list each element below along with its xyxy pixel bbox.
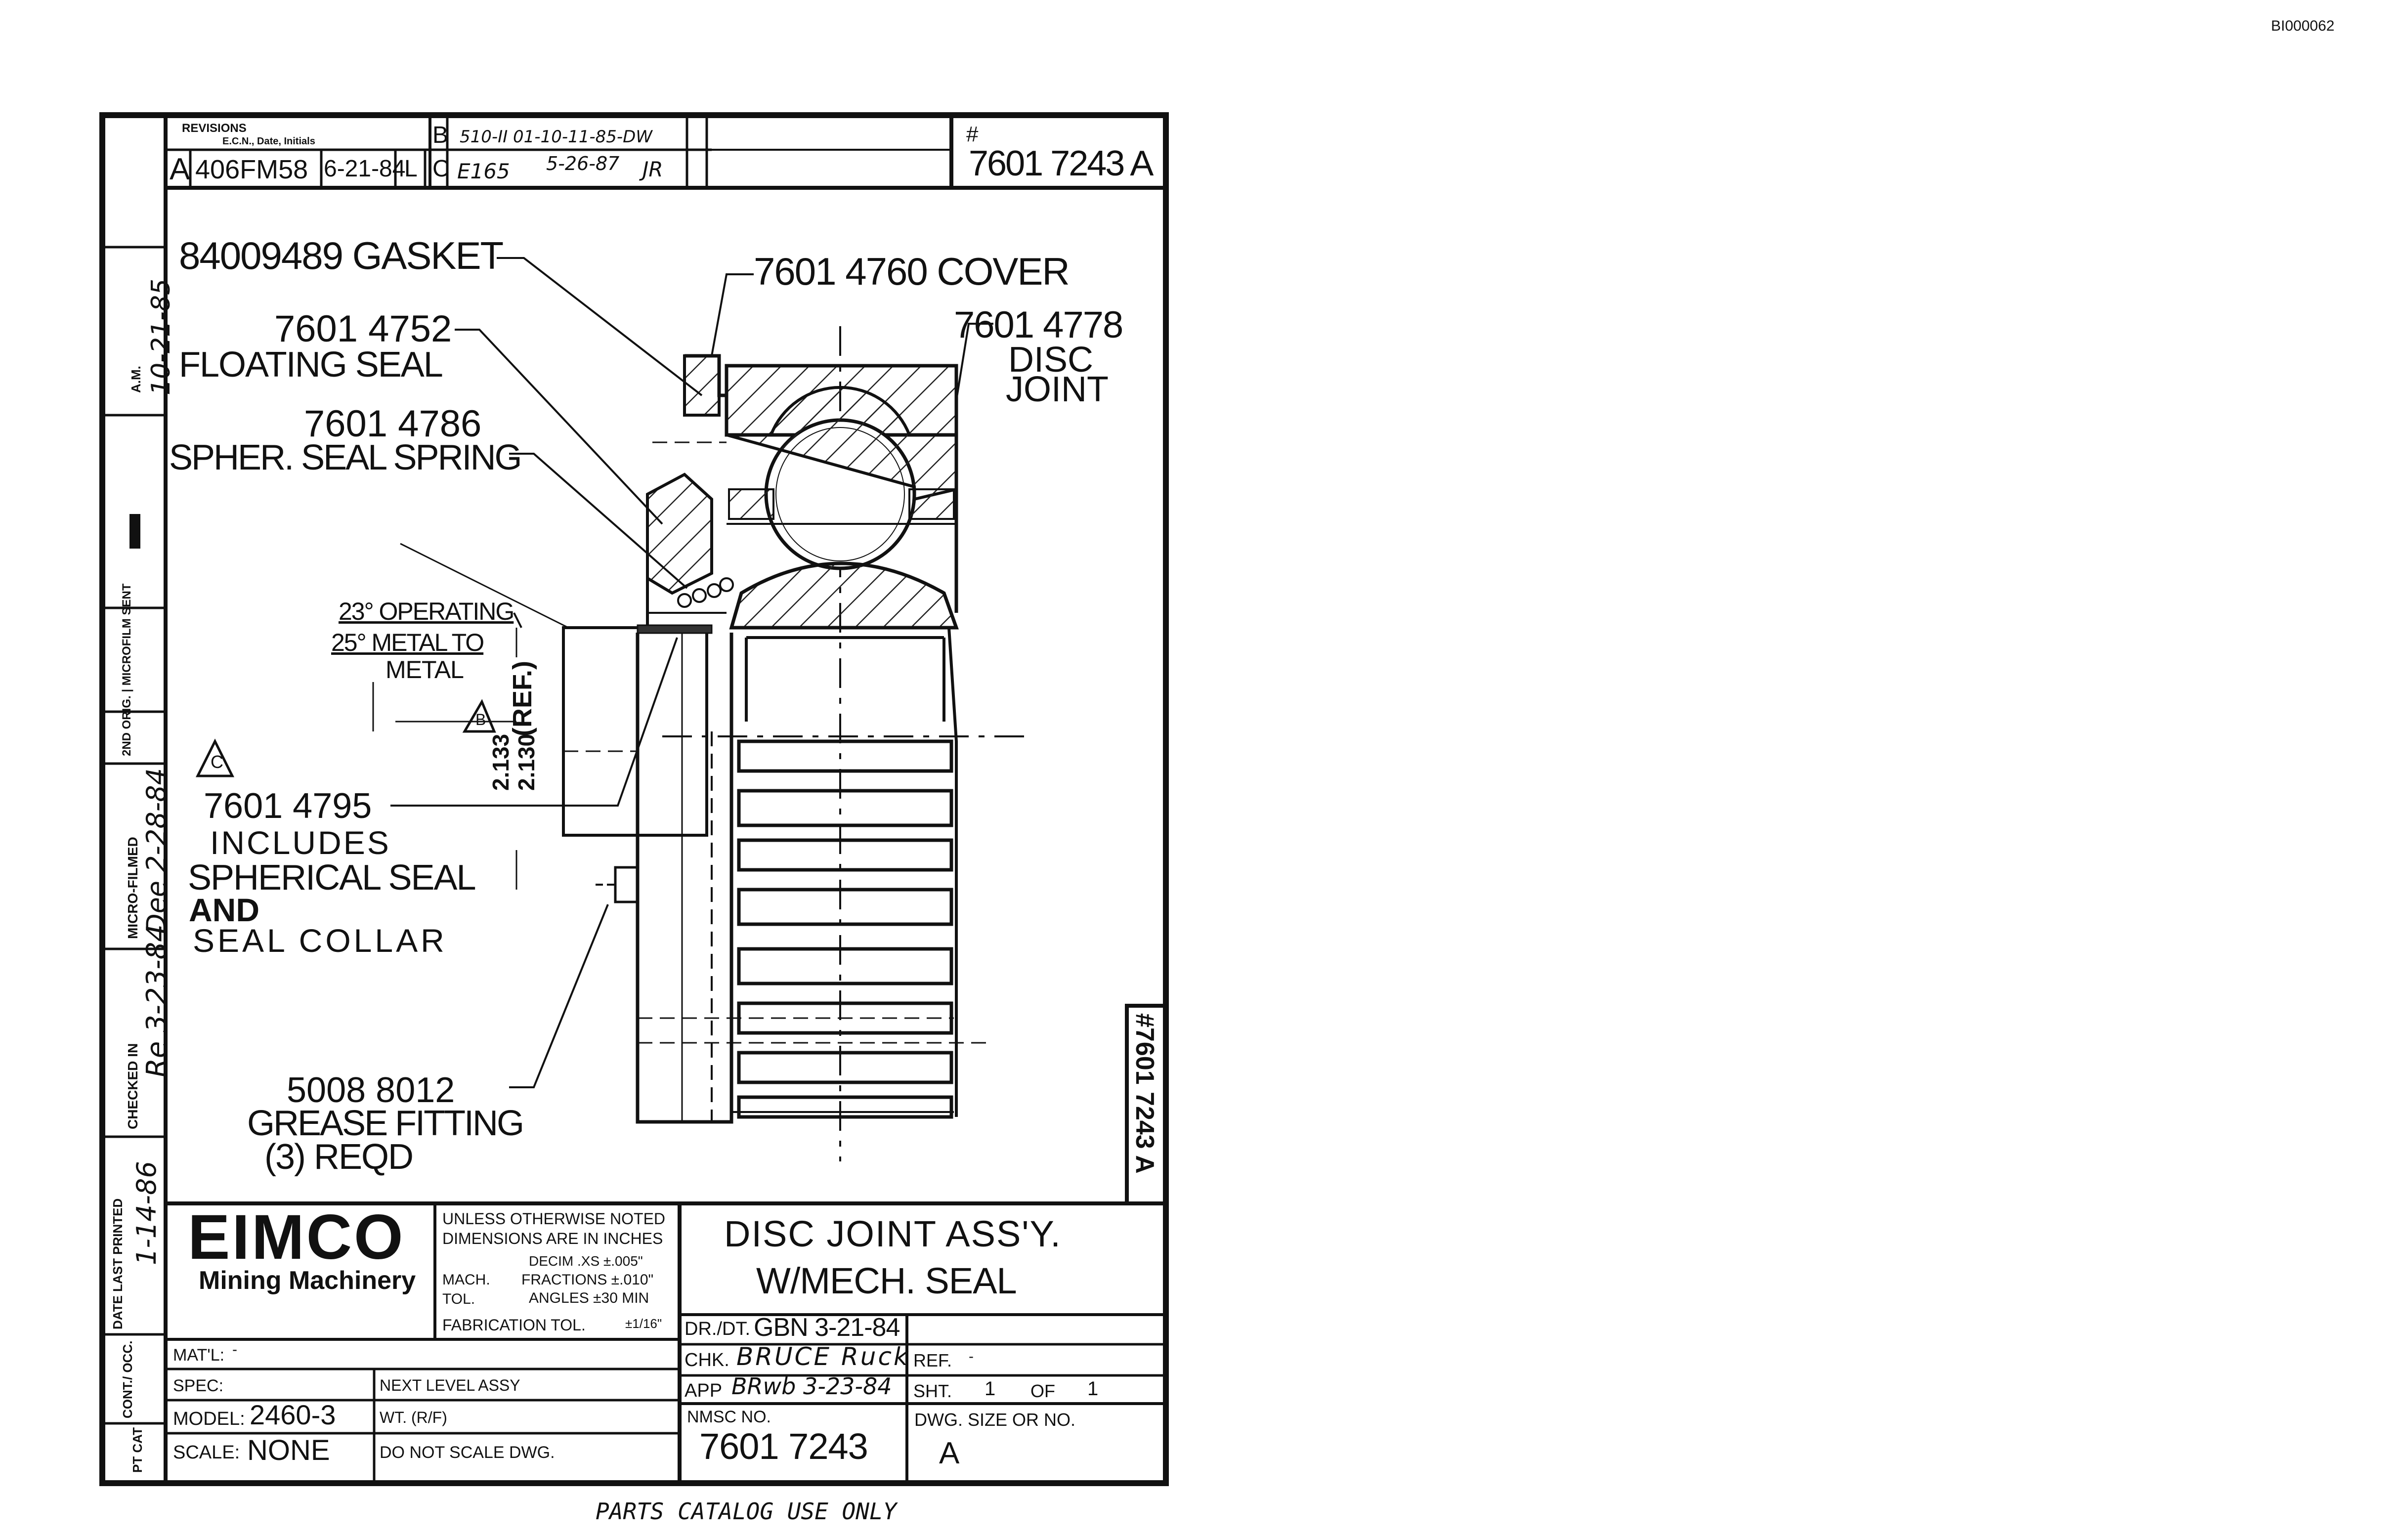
- callout-and: AND: [189, 892, 259, 928]
- drawing-title-1: DISC JOINT ASS'Y.: [724, 1213, 1062, 1254]
- app-label: APP: [685, 1380, 723, 1401]
- callout-reqd: (3) REQD: [264, 1137, 414, 1177]
- company-logo: EIMCO: [188, 1202, 405, 1273]
- strip-checked-in: CHECKED IN: [125, 1043, 140, 1129]
- rev-c-entry: E165: [457, 159, 510, 183]
- strip-checked-sig: Re 3-23-84: [141, 924, 173, 1077]
- ref-label: REF.: [913, 1350, 952, 1370]
- rev-a-init: L: [404, 156, 418, 182]
- footer-note: PARTS CATALOG USE ONLY: [596, 1498, 897, 1525]
- callout-disc: DISC: [1008, 340, 1094, 380]
- rev-c-letter: C: [432, 156, 450, 182]
- unless-1: UNLESS OTHERWISE NOTED: [442, 1210, 666, 1228]
- callout-includes: INCLUDES: [210, 824, 391, 861]
- callout-floating-seal-num: 7601 4752: [274, 308, 452, 350]
- sht-label: SHT.: [913, 1381, 952, 1401]
- callout-floating-seal: FLOATING SEAL: [179, 345, 443, 385]
- dwg-size-val: A: [939, 1436, 960, 1470]
- callout-operating: 23° OPERATING: [339, 598, 514, 625]
- callout-spherical-seal: SPHERICAL SEAL: [188, 858, 476, 898]
- of-label: OF: [1030, 1381, 1055, 1401]
- callout-seal-collar: SEAL COLLAR: [193, 922, 447, 959]
- dr-dt-label: DR./DT.: [685, 1319, 750, 1339]
- next-level: NEXT LEVEL ASSY: [380, 1376, 520, 1394]
- rev-a-entry: 406FM58: [195, 155, 308, 184]
- drawing-title-2: W/MECH. SEAL: [756, 1260, 1017, 1301]
- decim-tol: DECIM .XS ±.005": [529, 1253, 643, 1269]
- strip-am: A.M.: [128, 366, 143, 393]
- dwg-size-label: DWG. SIZE OR NO.: [914, 1410, 1076, 1430]
- do-not-scale: DO NOT SCALE DWG.: [380, 1443, 555, 1462]
- strip-am-date: 10-21-85: [146, 278, 176, 395]
- callout-metal-to: 25° METAL TO: [331, 629, 484, 656]
- nmsc-val: 7601 7243: [699, 1426, 868, 1467]
- matl-val: -: [232, 1341, 237, 1358]
- rev-c-triangle-letter: C: [211, 752, 223, 772]
- revisions-header: REVISIONS: [182, 122, 247, 135]
- callout-gasket: 84009489 GASKET: [179, 234, 504, 277]
- spec-label: SPEC:: [173, 1376, 224, 1395]
- rev-c-init: JR: [642, 157, 663, 181]
- doc-id: BI000062: [2271, 18, 2335, 34]
- chk-label: CHK.: [685, 1350, 729, 1370]
- callout-grease: GREASE FITTING: [247, 1104, 524, 1143]
- rev-c-date: 5-26-87: [546, 153, 620, 174]
- callout-disc-joint-num: 7601 4778: [954, 304, 1123, 346]
- callout-spring: SPHER. SEAL SPRING: [169, 438, 522, 477]
- top-number: 7601 7243 A: [969, 144, 1154, 183]
- rev-b-entry: 510-II 01-10-11-85-DW: [460, 127, 652, 147]
- matl-label: MAT'L:: [173, 1346, 225, 1365]
- callout-collar-num: 7601 4795: [204, 786, 372, 826]
- rev-a-letter: A: [170, 152, 190, 186]
- strip-pt-cat: PT CAT: [130, 1427, 145, 1473]
- side-number: #7601 7243 A: [1130, 1013, 1159, 1174]
- rev-b-triangle-letter: B: [475, 711, 486, 728]
- rev-c-triangle: [195, 738, 235, 777]
- fab-tol: FABRICATION TOL.: [442, 1316, 586, 1334]
- callout-grease-num: 5008 8012: [287, 1070, 455, 1110]
- strip-cont-occ: CONT./ OCC.: [120, 1340, 135, 1418]
- top-number-hash: #: [966, 122, 979, 146]
- strip-microfilm-sent: 2ND ORIG. | MICROFILM SENT: [120, 583, 133, 756]
- sheet-frame: [99, 112, 1169, 1486]
- callout-ref: (REF.): [508, 661, 537, 736]
- rev-b-triangle: [462, 699, 496, 733]
- callout-ref-dim-2: 2.130: [514, 733, 539, 791]
- scale-label: SCALE:: [173, 1442, 240, 1463]
- dr-dt-val: GBN 3-21-84: [754, 1313, 900, 1342]
- chk-val: BRUCE Ruck: [736, 1342, 910, 1371]
- model-val: 2460-3: [250, 1399, 336, 1430]
- ref-val: -: [969, 1348, 974, 1365]
- callout-metal: METAL: [385, 656, 464, 684]
- callout-joint: JOINT: [1006, 370, 1109, 409]
- rev-a-date: 6-21-84: [324, 156, 406, 182]
- rev-b-letter: B: [432, 122, 449, 148]
- company-sub: Mining Machinery: [199, 1266, 416, 1295]
- revisions-subheader: E.C.N., Date, Initials: [222, 136, 315, 147]
- sht-val: 1: [985, 1378, 996, 1400]
- model-label: MODEL:: [173, 1409, 245, 1429]
- strip-micro-filmed-sig: Dee 2-28-84: [141, 768, 172, 934]
- angles-tol: ANGLES ±30 MIN: [529, 1290, 649, 1306]
- strip-date-last-printed: DATE LAST PRINTED: [110, 1198, 125, 1329]
- of-val: 1: [1087, 1378, 1099, 1400]
- fab-tol-val: ±1/16": [625, 1316, 662, 1331]
- callout-spring-num: 7601 4786: [304, 403, 482, 445]
- app-val: BRwb 3-23-84: [731, 1373, 892, 1400]
- scale-val: NONE: [247, 1434, 330, 1466]
- strip-micro-filmed: MICRO-FILMED: [125, 837, 140, 939]
- unless-2: DIMENSIONS ARE IN INCHES: [442, 1230, 663, 1247]
- fractions-tol: FRACTIONS ±.010": [521, 1272, 654, 1288]
- wt-label: WT. (R/F): [380, 1409, 447, 1426]
- nmsc-label: NMSC NO.: [687, 1408, 771, 1426]
- callout-cover: 7601 4760 COVER: [754, 250, 1070, 293]
- mach-tol: MACH. TOL.: [442, 1272, 490, 1307]
- callout-ref-dim-1: 2.133: [488, 733, 514, 791]
- strip-date-last-printed-val: 1-14-86: [131, 1161, 162, 1265]
